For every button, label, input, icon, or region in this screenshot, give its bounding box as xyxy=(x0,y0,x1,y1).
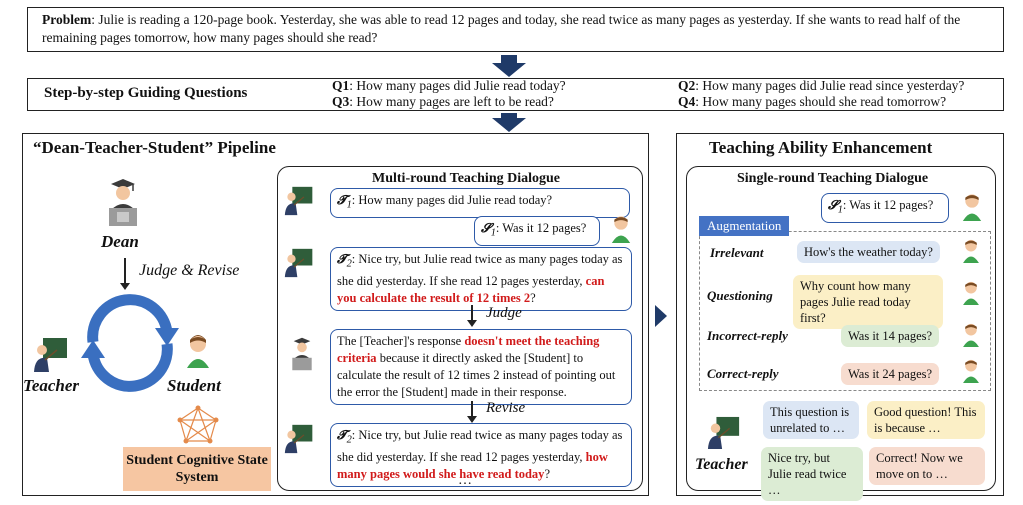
pipeline-title: “Dean-Teacher-Student” Pipeline xyxy=(33,138,276,157)
problem-box: Problem: Julie is reading a 120-page boo… xyxy=(27,7,1004,52)
reply-questioning: Good question! This is because … xyxy=(867,401,985,439)
single-round-dialogue-box: Single-round Teaching Dialogue 𝓢1: Was i… xyxy=(686,166,996,501)
student-avatar-1 xyxy=(611,216,631,243)
teacher-avatar-reply xyxy=(707,416,740,450)
student-query: 𝓢1: Was it 12 pages? xyxy=(821,193,949,223)
flow-arrow-2 xyxy=(501,113,517,119)
judge-arrow-head xyxy=(467,320,477,327)
student-avatar-top xyxy=(962,194,982,221)
single-round-title: Single-round Teaching Dialogue xyxy=(737,171,929,186)
teacher-label: Teacher xyxy=(23,376,80,395)
student-icon xyxy=(187,335,209,368)
cycle-arrows-icon xyxy=(81,294,179,392)
dialogue-ellipsis: … xyxy=(458,473,472,488)
enhancement-panel: Teaching Ability Enhancement Single-roun… xyxy=(676,133,1004,501)
flow-arrow-2-head xyxy=(492,118,526,132)
multi-round-dialogue-box: Multi-round Teaching Dialogue 𝓣1: How ma… xyxy=(277,166,643,491)
question-q1: Q1: How many pages did Julie read today? xyxy=(332,78,566,93)
dean-judgement: The [Teacher]'s response doesn't meet th… xyxy=(330,329,632,405)
question-q2: Q2: How many pages did Julie read since … xyxy=(678,78,965,93)
judge-label: Judge xyxy=(486,305,522,321)
augmentation-correct-label: Correct-reply xyxy=(707,366,779,381)
enhancement-title: Teaching Ability Enhancement xyxy=(709,138,933,157)
augmentation-questioning-text: Why count how many pages Julie read toda… xyxy=(793,275,943,329)
guiding-title: Step-by-step Guiding Questions xyxy=(44,85,248,101)
judge-revise-label: Judge & Revise xyxy=(139,262,240,279)
student-label: Student xyxy=(167,376,221,395)
student-avatar-irrelevant xyxy=(963,239,979,263)
dean-avatar xyxy=(292,337,312,371)
teacher-icon xyxy=(34,338,67,372)
right-arrow-icon xyxy=(655,305,667,327)
judge-arrow xyxy=(471,305,473,321)
student-turn-1: 𝓢1: Was it 12 pages? xyxy=(474,216,600,246)
pipeline-panel: “Dean-Teacher-Student” Pipeline Dean Jud… xyxy=(22,133,649,496)
student-avatar-incorrect xyxy=(963,323,979,347)
augmentation-irrelevant-text: How's the weather today? xyxy=(797,241,940,263)
judge-revise-arrow-head xyxy=(120,283,130,290)
guiding-questions-box: Step-by-step Guiding Questions Q1: How m… xyxy=(27,78,1004,111)
network-icon xyxy=(177,405,219,444)
augmentation-incorrect-label: Incorrect-reply xyxy=(707,328,788,343)
flow-arrow-1-head xyxy=(492,63,526,77)
revise-arrow-head xyxy=(467,416,477,423)
reply-incorrect: Nice try, but Julie read twice … xyxy=(761,447,863,501)
teacher-turn-1: 𝓣1: How many pages did Julie read today? xyxy=(330,188,630,218)
problem-label: Problem xyxy=(42,12,92,27)
judge-revise-arrow xyxy=(124,258,126,284)
student-avatar-questioning xyxy=(963,281,979,305)
augmentation-area xyxy=(699,231,991,391)
teacher-turn-2-revised: 𝓣2: Nice try, but Julie read twice as ma… xyxy=(330,423,632,487)
augmentation-irrelevant-label: Irrelevant xyxy=(710,245,764,260)
augmentation-questioning-label: Questioning xyxy=(707,288,773,303)
question-q3: Q3: How many pages are left to be read? xyxy=(332,94,554,109)
teacher-avatar-2 xyxy=(284,248,313,278)
augmentation-correct-text: Was it 24 pages? xyxy=(841,363,940,385)
student-cognitive-state-system: Student Cognitive State System xyxy=(123,447,271,491)
teacher-avatar-1 xyxy=(284,186,313,216)
student-avatar-correct xyxy=(963,359,979,383)
augmentation-incorrect-text: Was it 14 pages? xyxy=(841,325,940,347)
augmentation-tag: Augmentation xyxy=(699,216,790,236)
flow-arrow-1 xyxy=(501,55,517,64)
question-q4: Q4: How many pages should she read tomor… xyxy=(678,94,947,109)
dialogue-title: Multi-round Teaching Dialogue xyxy=(372,171,561,186)
dean-icon xyxy=(109,179,137,226)
teacher-reply-label: Teacher xyxy=(695,456,748,473)
reply-irrelevant: This question is unrelated to … xyxy=(763,401,859,439)
teacher-avatar-3 xyxy=(284,424,313,454)
revise-arrow xyxy=(471,401,473,417)
revise-label: Revise xyxy=(486,400,526,416)
reply-correct: Correct! Now we move on to … xyxy=(869,447,985,485)
problem-text: : Julie is reading a 120-page book. Yest… xyxy=(42,12,961,45)
dean-label: Dean xyxy=(101,232,139,251)
teacher-turn-2-draft: 𝓣2: Nice try, but Julie read twice as ma… xyxy=(330,247,632,311)
